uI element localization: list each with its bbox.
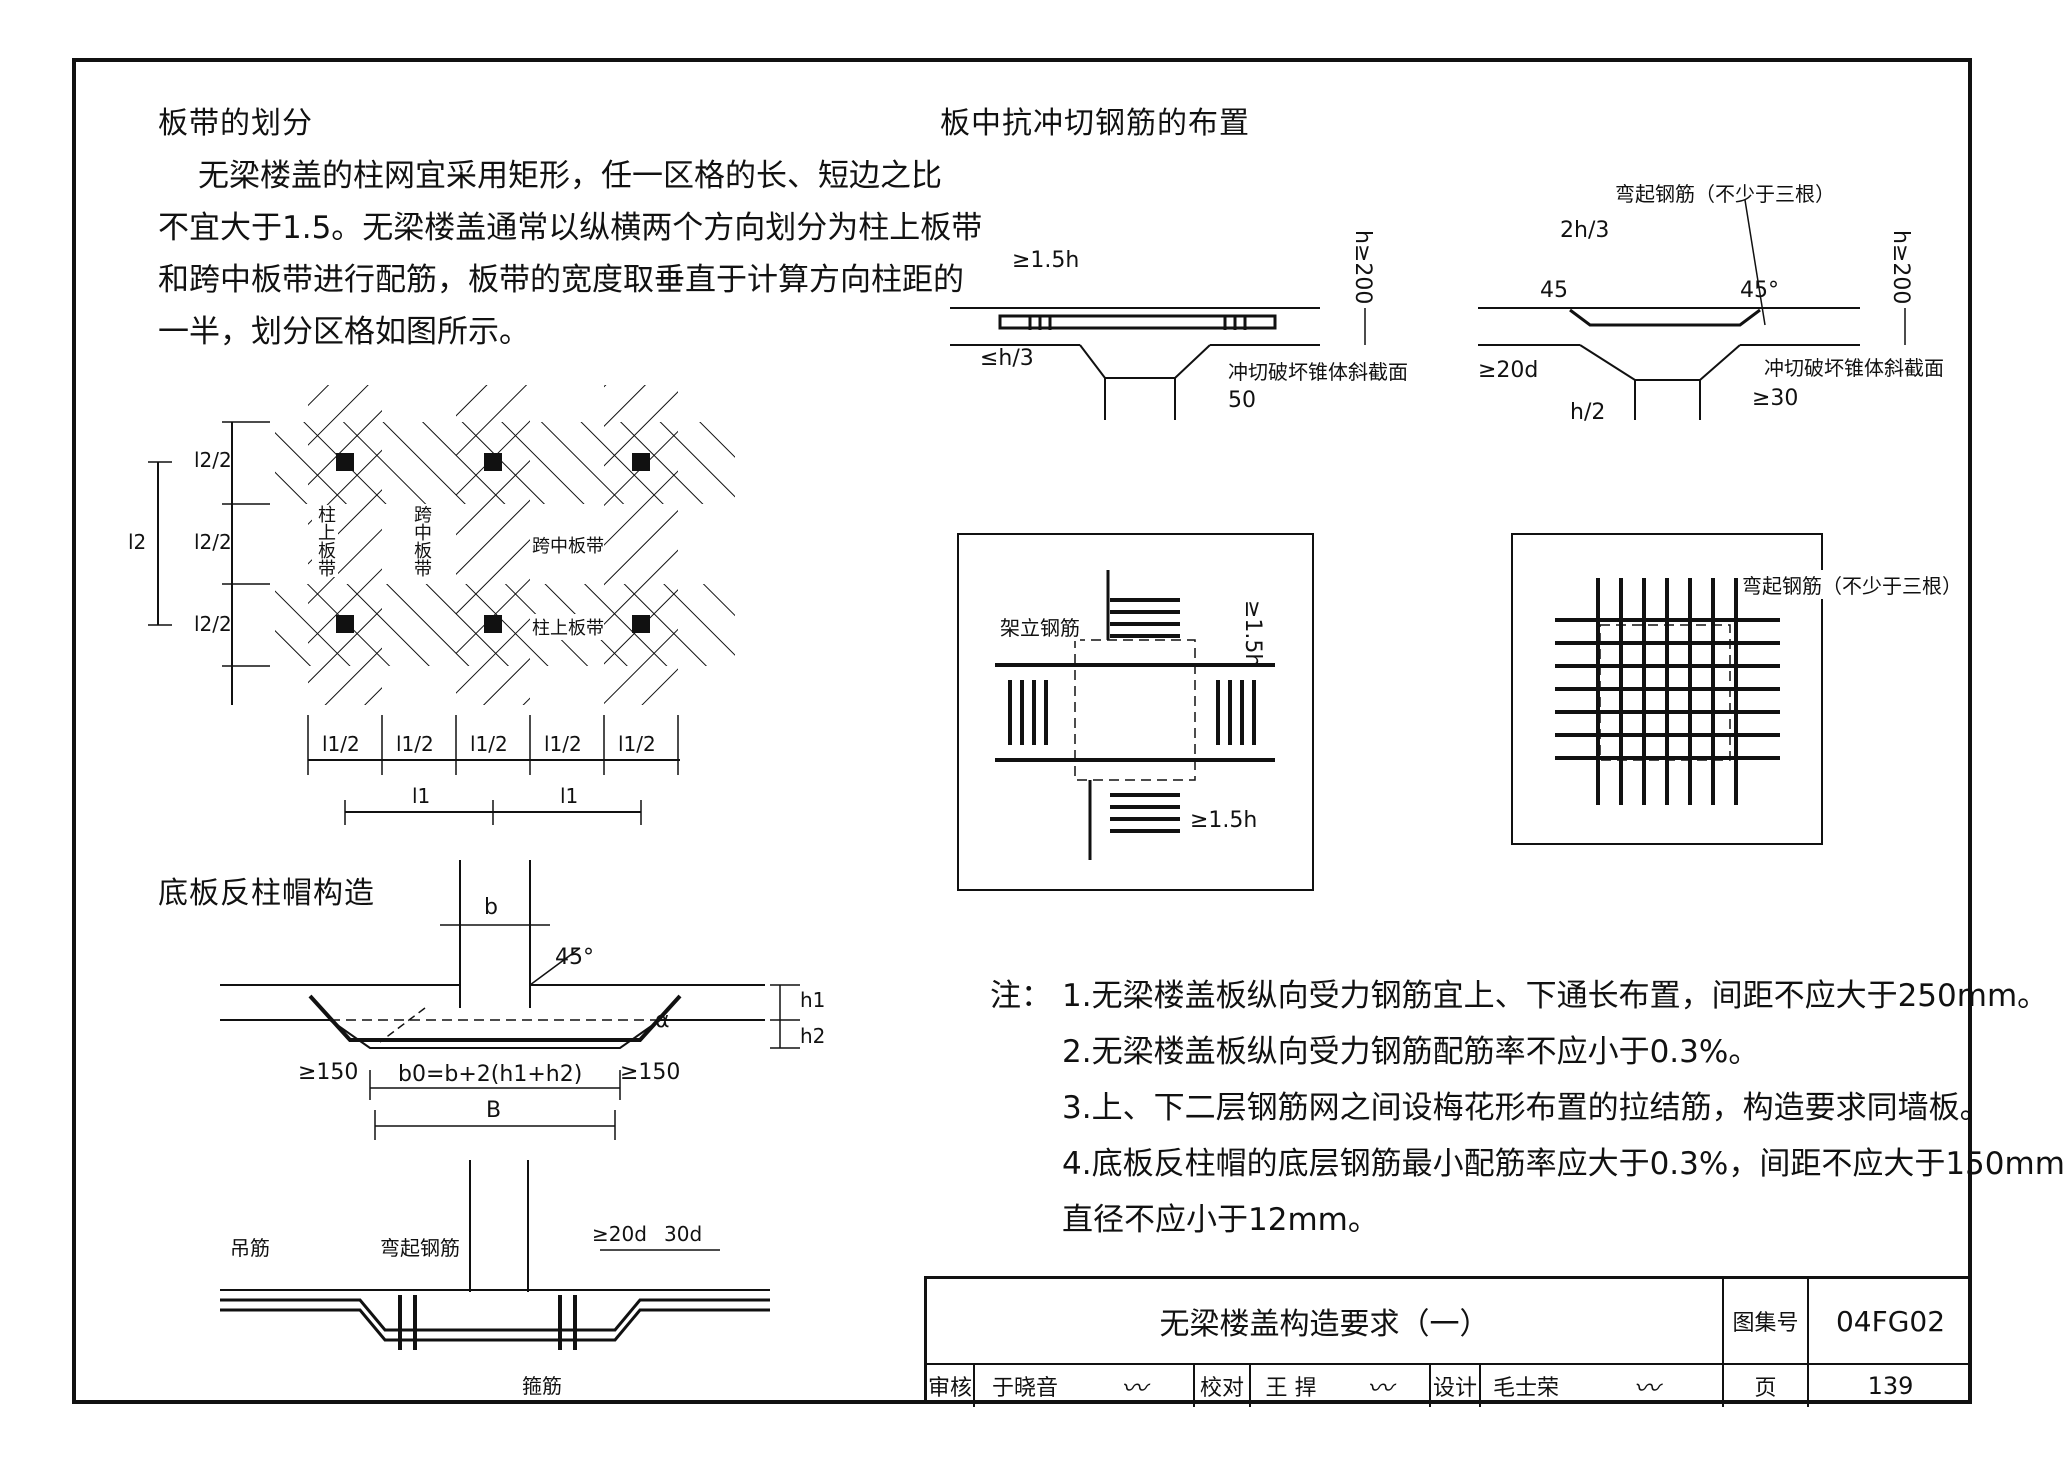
note-line-4: 4.底板反柱帽的底层钢筋最小配筋率应大于0.3%，间距不应大于150mm	[1062, 1146, 2065, 1182]
note-line-3: 3.上、下二层钢筋网之间设梅花形布置的拉结筋，构造要求同墙板。	[1062, 1090, 1991, 1126]
note-line-2: 2.无梁楼盖板纵向受力钢筋配筋率不应小于0.3%。	[1062, 1034, 1760, 1070]
sec-b-cone: 冲切破坏锥体斜截面	[1764, 356, 1944, 380]
dim-l2: l2	[128, 530, 147, 554]
sec-b-ge30: ≥30	[1752, 386, 1799, 411]
column-square	[484, 453, 502, 471]
title-block-reviewer: 于晓音	[991, 1376, 1058, 1401]
dim-l1-1: l1	[412, 784, 431, 808]
cap-b: b	[484, 895, 498, 920]
dim-l1-half-3: l1/2	[470, 732, 508, 756]
plan-a-ge15h-bottom: ≥1.5h	[1190, 808, 1258, 833]
cap-bent-label: 弯起钢筋	[380, 1236, 460, 1260]
title-block-page-label: 页	[1724, 1365, 1809, 1407]
dim-l1-half-4: l1/2	[544, 732, 582, 756]
column-square	[336, 615, 354, 633]
column-square	[632, 615, 650, 633]
heading-column-cap: 底板反柱帽构造	[158, 876, 375, 911]
plan-b-bent-label: 弯起钢筋（不少于三根）	[1742, 570, 1962, 599]
sec-a-le-h3: ≤h/3	[980, 346, 1034, 371]
dim-l2-half-1: l2/2	[194, 448, 232, 472]
sec-a-50: 50	[1228, 388, 1256, 413]
cap-B: B	[486, 1098, 502, 1123]
heading-strip-division: 板带的划分	[158, 106, 313, 141]
dim-l1-2: l1	[560, 784, 579, 808]
sec-b-h200: h≥200	[1888, 230, 1913, 305]
heading-punching-rebar: 板中抗冲切钢筋的布置	[940, 106, 1250, 141]
checker-signature: 〰	[1331, 1365, 1431, 1407]
title-block-checker: 王 捍	[1265, 1376, 1317, 1401]
sec-a-ge15h: ≥1.5h	[1012, 248, 1080, 273]
title-block-review-label: 审核	[927, 1365, 975, 1407]
column-square	[336, 453, 354, 471]
reviewer-signature: 〰	[1075, 1365, 1195, 1407]
sec-b-45-left: 45	[1540, 278, 1568, 303]
label-column-strip-vertical: 柱上板带	[312, 505, 338, 577]
cap-stirrup-label: 箍筋	[522, 1374, 562, 1398]
cap-b0-formula: b0=b+2(h1+h2)	[398, 1062, 583, 1087]
para-line-3: 和跨中板带进行配筋，板带的宽度取垂直于计算方向柱距的	[158, 262, 964, 298]
dim-l2-half-3: l2/2	[194, 612, 232, 636]
label-middle-strip-horizontal: 跨中板带	[532, 532, 604, 558]
cap-angle-45: 45°	[555, 945, 594, 970]
title-block-title: 无梁楼盖构造要求（一）	[927, 1279, 1724, 1365]
title-block-check-label: 校对	[1195, 1365, 1251, 1407]
dim-l1-half-1: l1/2	[322, 732, 360, 756]
column-square	[484, 615, 502, 633]
title-block: 无梁楼盖构造要求（一） 图集号 04FG02 审核 于晓音 〰 校对 王 捍 〰…	[924, 1276, 1972, 1407]
para-line-4: 一半，划分区格如图所示。	[158, 314, 530, 350]
title-block-page-no: 139	[1867, 1372, 1914, 1400]
title-block-atlas-label: 图集号	[1724, 1279, 1809, 1365]
para-line-2: 不宜大于1.5。无梁楼盖通常以纵横两个方向划分为柱上板带	[158, 210, 983, 246]
cap-30d: 30d	[664, 1222, 703, 1246]
sec-a-cone: 冲切破坏锥体斜截面	[1228, 360, 1408, 384]
plan-a-stand-label: 架立钢筋	[1000, 612, 1080, 641]
title-block-designer: 毛士荣	[1492, 1376, 1559, 1401]
sec-a-h200: h≥200	[1350, 230, 1375, 305]
sec-b-ge20d: ≥20d	[1478, 358, 1539, 383]
cap-alpha: α	[655, 1008, 670, 1033]
cap-hanger-label: 吊筋	[230, 1236, 270, 1260]
title-block-atlas-no: 04FG02	[1809, 1279, 1972, 1365]
dim-l2-half-2: l2/2	[194, 530, 232, 554]
sec-b-2h3: 2h/3	[1560, 218, 1610, 243]
column-square	[632, 453, 650, 471]
label-column-strip-horizontal: 柱上板带	[532, 614, 604, 640]
sec-b-h2: h/2	[1570, 400, 1606, 425]
cap-ge150-right: ≥150	[620, 1060, 681, 1085]
sec-b-45-right: 45°	[1740, 278, 1779, 303]
label-middle-strip-vertical: 跨中板带	[408, 505, 434, 577]
designer-signature: 〰	[1571, 1365, 1724, 1407]
drawing-frame	[72, 58, 1972, 1404]
title-block-design-label: 设计	[1431, 1365, 1481, 1407]
note-line-5: 直径不应小于12mm。	[1062, 1202, 1379, 1238]
dim-l1-half-5: l1/2	[618, 732, 656, 756]
sec-b-bent-label: 弯起钢筋（不少于三根）	[1615, 182, 1835, 206]
cap-h1: h1	[800, 988, 826, 1012]
plan-a-ge15h-top: ≥1.5h	[1240, 600, 1265, 668]
para-line-1: 无梁楼盖的柱网宜采用矩形，任一区格的长、短边之比	[198, 158, 942, 194]
notes-prefix: 注：	[990, 978, 1052, 1014]
cap-ge150-left: ≥150	[298, 1060, 359, 1085]
dim-l1-half-2: l1/2	[396, 732, 434, 756]
note-line-1: 1.无梁楼盖板纵向受力钢筋宜上、下通长布置，间距不应大于250mm。	[1062, 978, 2049, 1014]
cap-ge20d: ≥20d	[592, 1222, 647, 1246]
cap-h2: h2	[800, 1024, 826, 1048]
